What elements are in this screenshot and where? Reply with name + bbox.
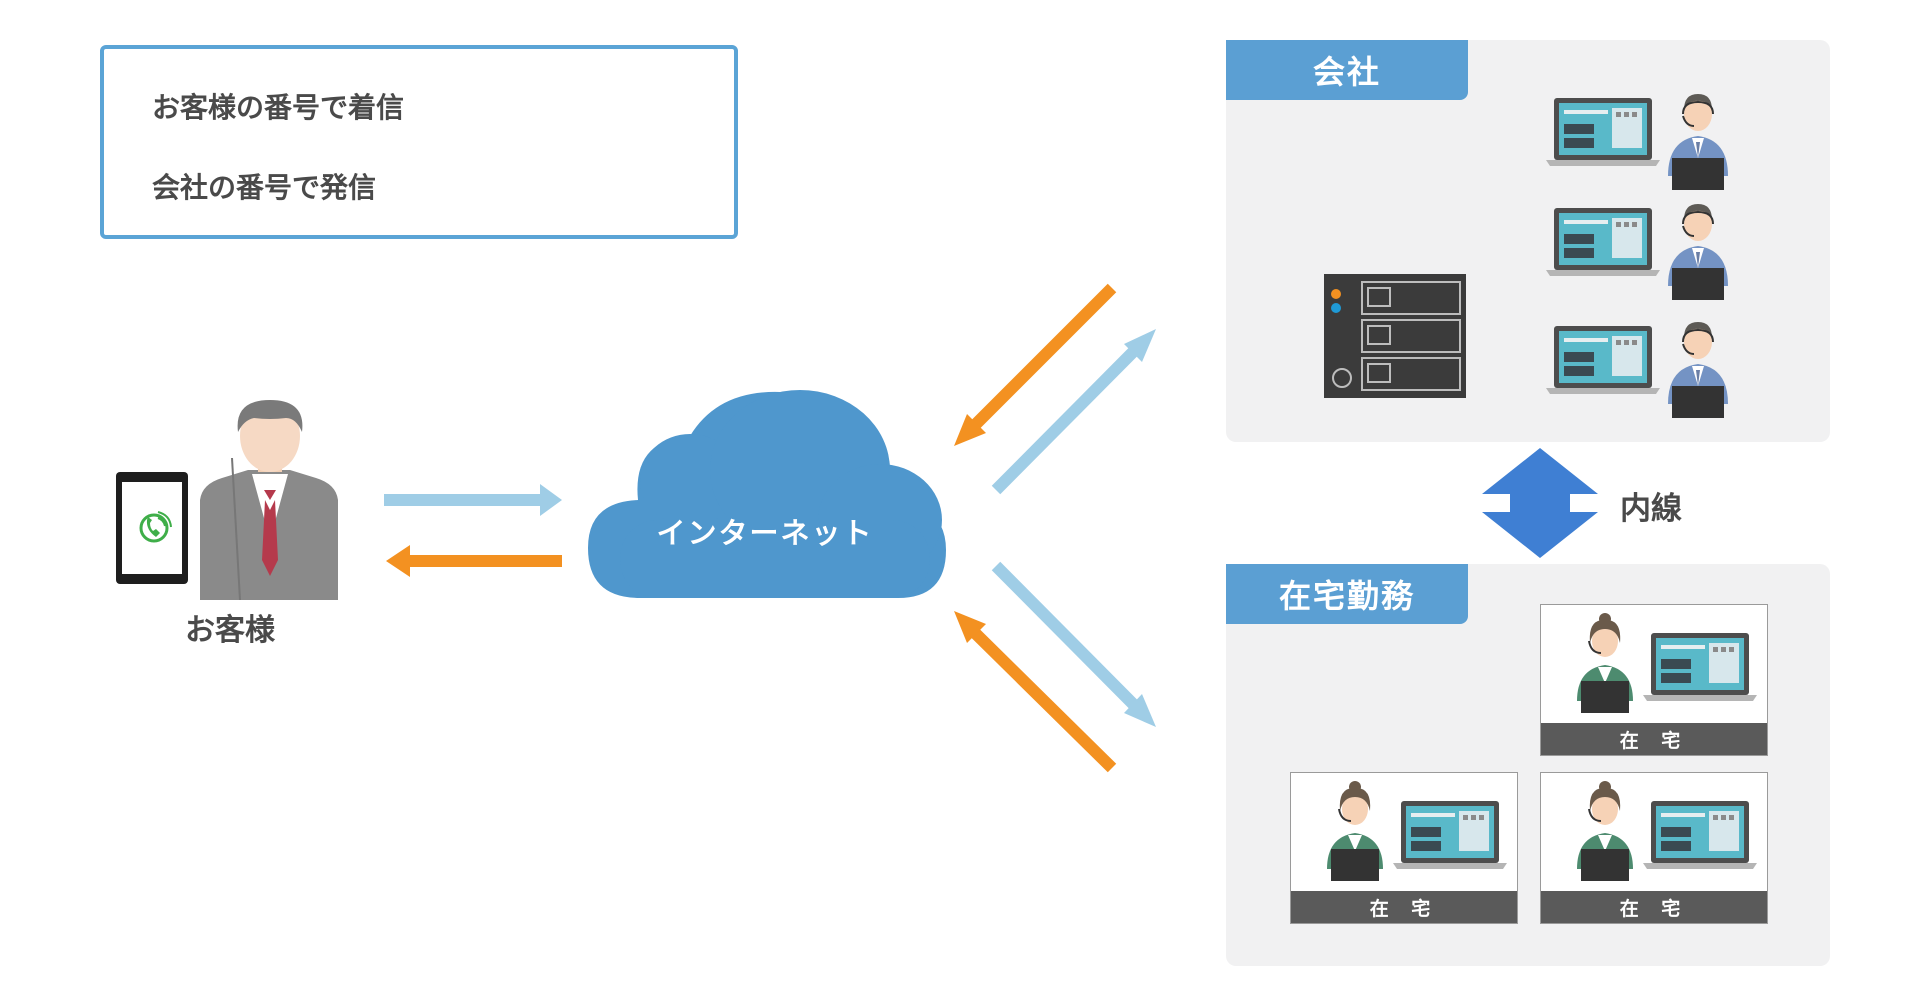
extension-arrow-icon [1482, 448, 1598, 558]
operator-pc-icon [1546, 203, 1729, 301]
server-icon [1324, 274, 1466, 398]
office-outgoing-arrow [954, 283, 1117, 446]
home-card: 在 宅 [1540, 604, 1768, 756]
home-card: 在 宅 [1540, 772, 1768, 924]
customer-incoming-arrow [384, 484, 562, 516]
remote-panel: 在宅勤務 在 宅 在 宅 在 宅 [1226, 564, 1830, 966]
extension-label: 内線 [1620, 491, 1682, 527]
remote-outgoing-arrow [954, 611, 1117, 773]
home-label: 在 宅 [1541, 723, 1767, 755]
legend-incoming-label: お客様の番号で着信 [152, 91, 405, 124]
operator-pc-icon [1546, 93, 1729, 191]
legend-outgoing-label: 会社の番号で発信 [152, 171, 377, 204]
legend-box [100, 45, 738, 239]
operator-pc-icon [1326, 780, 1507, 882]
office-panel: 会社 [1226, 40, 1830, 442]
home-label: 在 宅 [1291, 891, 1517, 923]
home-label: 在 宅 [1541, 891, 1767, 923]
smartphone-call-icon [116, 472, 188, 584]
remote-title: 在宅勤務 [1226, 564, 1468, 624]
office-contents [1324, 93, 1729, 419]
customer-label: お客様 [185, 613, 275, 648]
customer-person-icon [200, 400, 338, 601]
cloud-icon [588, 390, 946, 598]
operator-pc-icon [1546, 321, 1729, 419]
operator-pc-icon [1576, 612, 1757, 714]
cloud-label: インターネット [656, 516, 874, 550]
office-title: 会社 [1226, 40, 1468, 100]
home-card: 在 宅 [1290, 772, 1518, 924]
customer-outgoing-arrow [386, 545, 562, 577]
operator-pc-icon [1576, 780, 1757, 882]
remote-incoming-arrow [991, 561, 1156, 727]
office-incoming-arrow [991, 329, 1156, 495]
